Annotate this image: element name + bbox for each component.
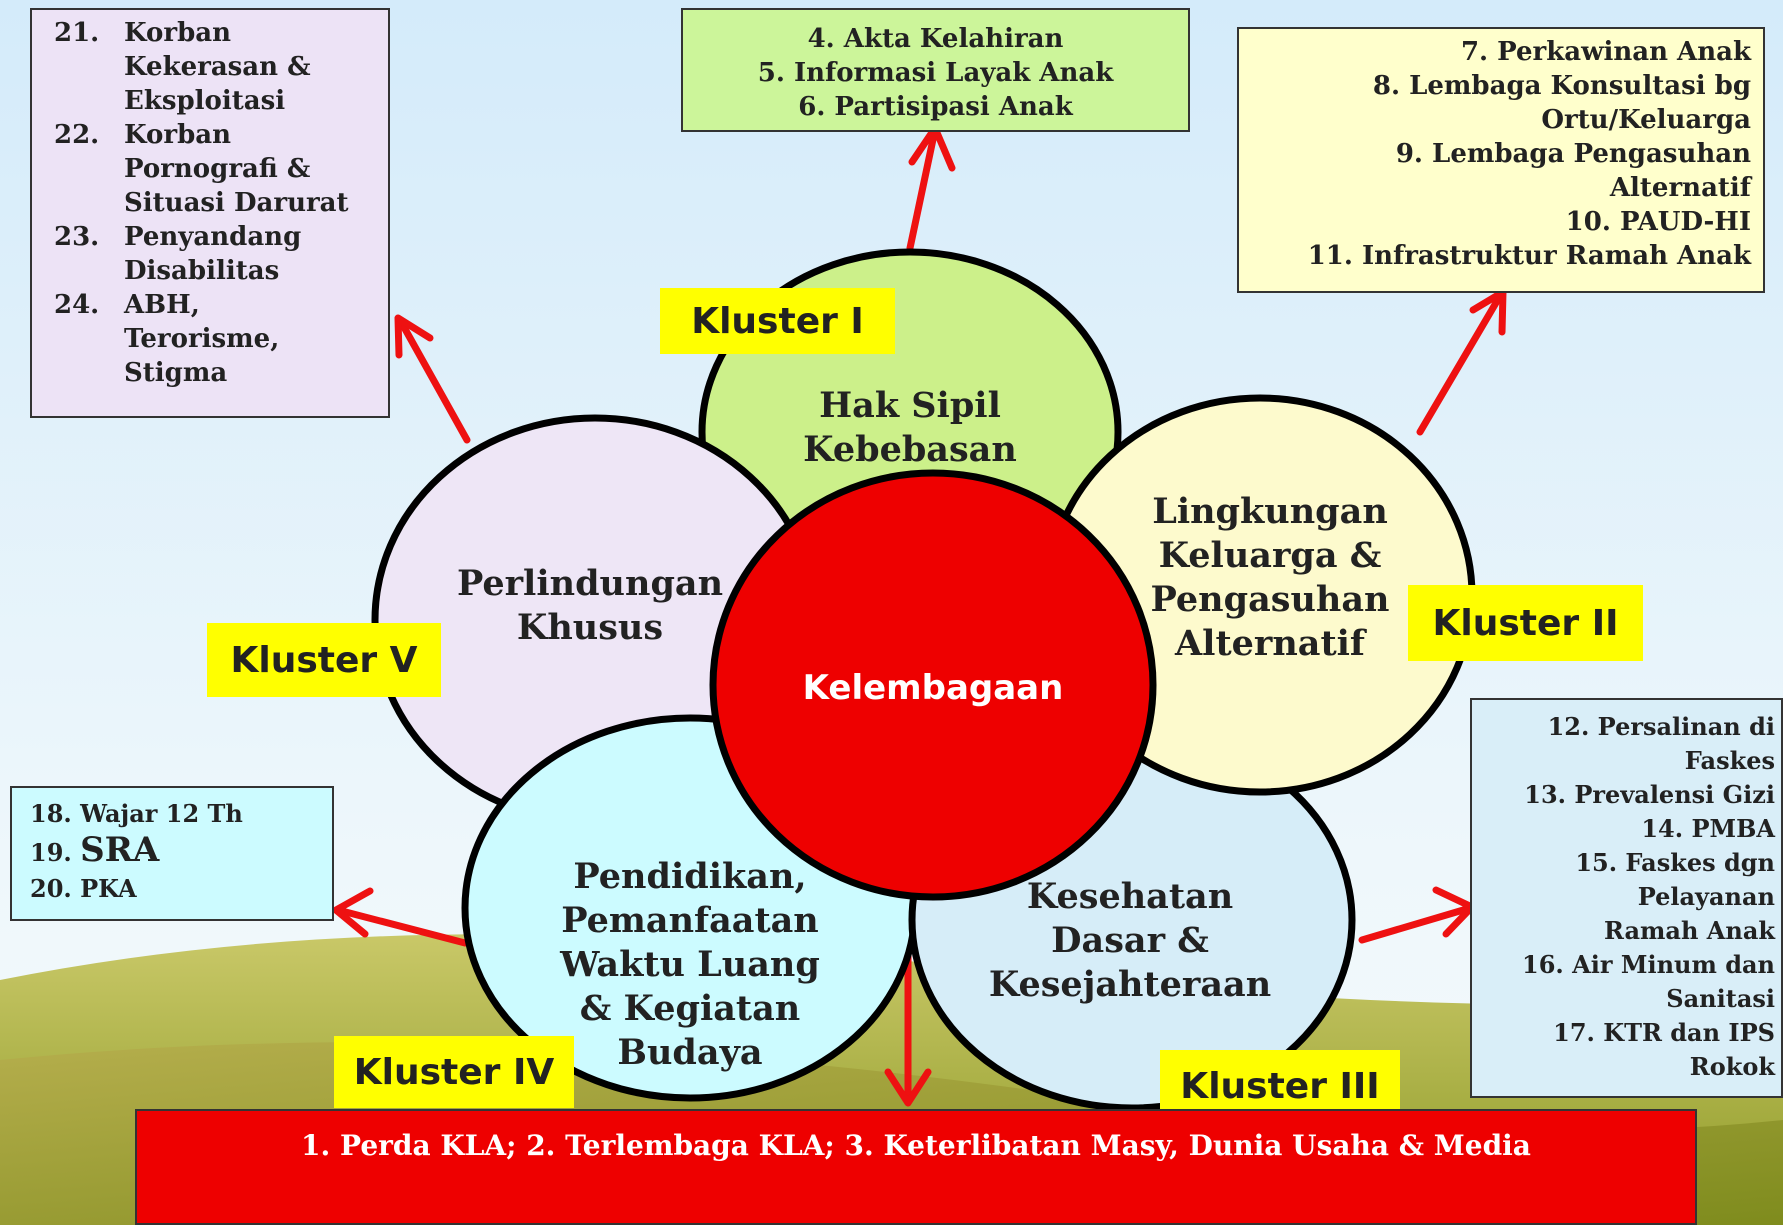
left-box: 18. Wajar 12 Th 19. SRA 20. PKA [10,786,334,921]
right-box-item: Rokok [1689,1052,1775,1081]
top-right-box-item: 10. PAUD-HI [1565,207,1751,237]
arrow-to-left-box [332,887,469,947]
top-left-box-item: 24. ABH,Terorisme,Stigma [54,290,280,388]
kluster-i-tag: Kluster I [660,288,895,354]
kluster-v-title: Perlindungan Khusus [456,563,724,648]
top-box: 4. Akta Kelahiran 5. Informasi Layak Ana… [681,8,1190,132]
kluster-v-tag: Kluster V [207,623,441,697]
top-right-box-item: 7. Perkawinan Anak [1460,37,1751,67]
top-right-box-item: Alternatif [1609,173,1751,203]
bottom-box: 1. Perda KLA; 2. Terlembaga KLA; 3. Kete… [135,1109,1697,1225]
top-right-box: 7. Perkawinan Anak 8. Lembaga Konsultasi… [1237,27,1765,293]
right-box-item: 12. Persalinan di [1547,712,1775,741]
kluster-ii-tag: Kluster II [1408,585,1643,661]
top-right-box-item: 9. Lembaga Pengasuhan [1395,139,1751,169]
top-box-item: 4. Akta Kelahiran [807,24,1064,54]
right-box-item: 16. Air Minum dan [1522,950,1775,979]
left-box-item: 19. SRA [30,830,160,870]
right-box-item: Faskes [1684,746,1775,775]
right-box-item: 15. Faskes dgn [1575,848,1775,877]
kluster-iii-title: Kesehatan Dasar & Kesejahteraan [988,876,1272,1005]
top-box-item: 5. Informasi Layak Anak [757,58,1114,88]
center-label: Kelembagaan [802,668,1064,708]
right-box-item: 17. KTR dan IPS [1553,1018,1775,1047]
right-box-item: Sanitasi [1666,984,1775,1013]
right-box-item: Ramah Anak [1603,916,1775,945]
kluster-iv-tag: Kluster IV [334,1036,574,1108]
arrow-to-top-left-box [394,314,471,444]
right-box-item: Pelayanan [1637,882,1775,911]
left-box-item: 20. PKA [30,874,137,903]
kluster-ii-title: Lingkungan Keluarga & Pengasuhan Alterna… [1150,491,1390,664]
top-right-box-item: 11. Infrastruktur Ramah Anak [1307,241,1751,271]
kluster-iv-title: Pendidikan, Pemanfaatan Waktu Luang & Ke… [560,856,820,1073]
top-right-box-item: Ortu/Keluarga [1541,105,1751,135]
top-right-box-item: 8. Lembaga Konsultasi bg [1372,71,1751,101]
right-box: 12. Persalinan di Faskes 13. Prevalensi … [1470,698,1783,1098]
top-box-item: 6. Partisipasi Anak [798,92,1073,122]
left-box-item: 18. Wajar 12 Th [30,799,243,828]
circle-center [709,469,1157,901]
right-box-item: 13. Prevalensi Gizi [1524,780,1775,809]
right-box-item: 14. PMBA [1641,814,1775,843]
kluster-i-title: Hak Sipil Kebebasan [803,385,1017,470]
